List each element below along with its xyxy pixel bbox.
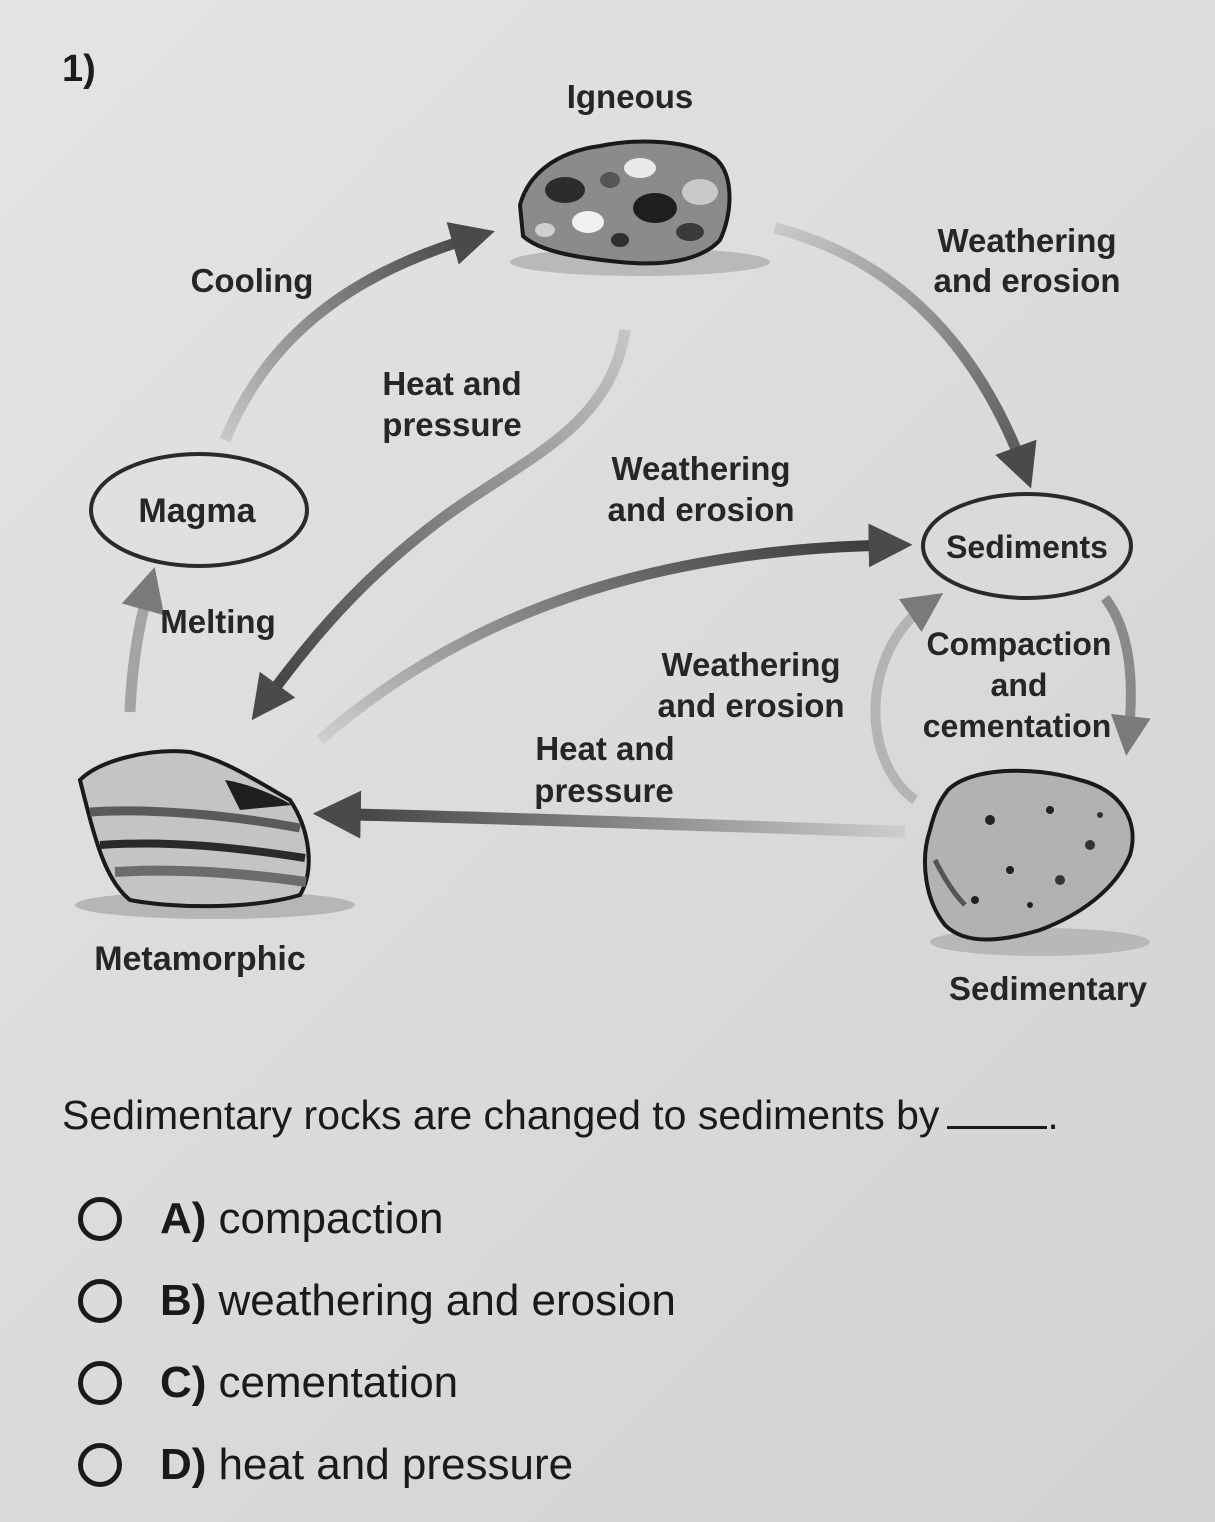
metamorphic-label: Metamorphic — [94, 940, 306, 978]
arrow-compaction — [1100, 594, 1151, 756]
radio-b-icon[interactable] — [78, 1279, 122, 1323]
radio-c-icon[interactable] — [78, 1361, 122, 1405]
weathering-center-line1: Weathering — [611, 450, 790, 487]
answer-choices: A) compaction B) weathering and erosion … — [78, 1178, 676, 1506]
cooling-label: Cooling — [191, 262, 314, 299]
question-prompt-text: Sedimentary rocks are changed to sedimen… — [62, 1092, 940, 1138]
radio-a-icon[interactable] — [78, 1197, 122, 1241]
weathering-center-line2: and erosion — [607, 491, 794, 528]
magma-node — [89, 452, 309, 568]
sediments-node — [921, 492, 1133, 600]
heat-pressure-upper-line2: pressure — [382, 406, 521, 443]
choice-d[interactable]: D) heat and pressure — [78, 1424, 676, 1506]
magma-label: Magma — [138, 492, 256, 530]
melting-label: Melting — [160, 603, 275, 640]
choice-c-letter: C) — [160, 1358, 207, 1407]
igneous-rock-icon — [510, 139, 770, 276]
choice-b-letter: B) — [160, 1276, 207, 1325]
weathering-lower-line2: and erosion — [657, 687, 844, 724]
igneous-label: Igneous — [567, 78, 694, 115]
rock-cycle-diagram: Igneous Magma Sediments Metamorphic Sedi… — [75, 78, 1151, 1007]
arrow-melting — [121, 567, 165, 713]
choice-c[interactable]: C) cementation — [78, 1342, 676, 1424]
choice-d-letter: D) — [160, 1440, 207, 1489]
weathering-lower-line1: Weathering — [661, 646, 840, 683]
choice-b-text: weathering and erosion — [218, 1276, 676, 1325]
arrow-heat-pressure-igneous-to-metamorphic — [251, 329, 631, 721]
choice-a[interactable]: A) compaction — [78, 1178, 676, 1260]
heat-pressure-upper-line1: Heat and — [382, 365, 521, 402]
weathering-top-right-line1: Weathering — [937, 222, 1116, 259]
choice-a-letter: A) — [160, 1194, 207, 1243]
radio-d-icon[interactable] — [78, 1443, 122, 1487]
answer-blank — [947, 1096, 1048, 1129]
arrow-weathering-metamorphic-to-sediments — [316, 523, 913, 745]
heat-pressure-lower-line1: Heat and — [535, 730, 674, 767]
choice-a-text: compaction — [218, 1194, 444, 1243]
choice-d-text: heat and pressure — [218, 1440, 574, 1489]
choice-b[interactable]: B) weathering and erosion — [78, 1260, 676, 1342]
arrow-weathering-igneous-to-sediments — [773, 222, 1037, 489]
heat-pressure-lower-line2: pressure — [534, 772, 673, 809]
arrow-heat-pressure-sedimentary-to-metamorphic — [312, 790, 906, 839]
weathering-top-right-line2: and erosion — [933, 262, 1120, 299]
sediments-label: Sediments — [946, 529, 1108, 565]
compaction-line3: cementation — [923, 708, 1111, 744]
compaction-line1: Compaction — [927, 626, 1112, 662]
question-prompt: Sedimentary rocks are changed to sedimen… — [62, 1092, 1059, 1138]
metamorphic-rock-icon — [75, 749, 355, 919]
arrow-cooling — [219, 222, 495, 443]
choice-c-text: cementation — [218, 1358, 459, 1407]
sedimentary-rock-icon — [923, 768, 1150, 956]
question-number: 1) — [62, 48, 96, 90]
compaction-line2: and — [991, 667, 1048, 703]
arrow-weathering-sedimentary-to-sediments — [870, 592, 944, 805]
sedimentary-label: Sedimentary — [949, 970, 1148, 1007]
